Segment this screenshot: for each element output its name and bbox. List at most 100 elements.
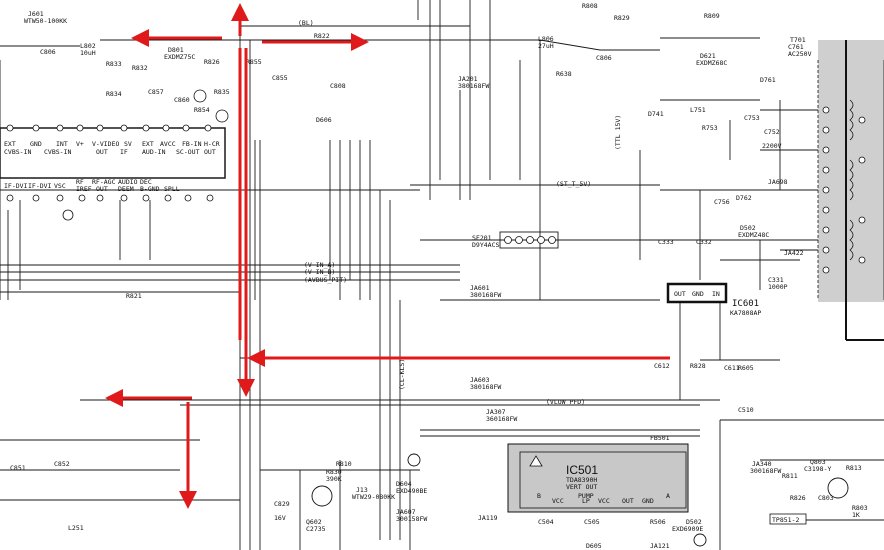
pin-circles-top xyxy=(6,89,229,221)
label-l806: L806 xyxy=(538,35,554,43)
label-c806b: C806 xyxy=(596,54,612,62)
pin-sublabel: B-GND xyxy=(140,185,160,193)
label-r855: R855 xyxy=(246,58,262,66)
pin-sublabel: DEEM xyxy=(118,185,134,193)
net-v1: (V-IN_A) xyxy=(304,261,335,269)
label-d502: D502 xyxy=(740,224,756,232)
connector-sf201: SF201 D9Y4ACS xyxy=(472,231,559,249)
label-c806: C806 xyxy=(40,48,56,56)
pin-label: AVCC xyxy=(160,140,176,148)
pin-sublabel: CVBS-IN xyxy=(4,148,31,156)
pin-label: EXT xyxy=(142,140,154,148)
net-v2: (V-IN_B) xyxy=(304,268,335,276)
label-ic601: IC601 xyxy=(732,299,759,309)
label-d801: D801 xyxy=(168,46,184,54)
pin-lp: LP xyxy=(582,497,590,505)
pin-label: GND xyxy=(30,140,42,148)
pin-sublabel: OUT xyxy=(96,148,108,156)
pin-sublabel: SPLL xyxy=(164,185,180,193)
label-ja340-value: 300168FW xyxy=(750,467,781,475)
annotation-arrows xyxy=(105,3,670,509)
pin-vcc2: VCC xyxy=(598,497,610,505)
pin-sublabel: OUT xyxy=(96,185,108,193)
label-c855: C855 xyxy=(272,74,288,82)
label-d605: D605 xyxy=(586,542,602,550)
label-r810: R810 xyxy=(336,460,352,468)
label-d801-value: EXDMZ75C xyxy=(164,53,195,61)
pin-label: IF-DVI xyxy=(4,182,28,190)
label-r811: R811 xyxy=(782,472,798,480)
pin-sublabel: IF xyxy=(120,148,128,156)
net-ttl: (TTL 15V) xyxy=(614,115,622,150)
label-c510: C510 xyxy=(738,406,754,414)
coil-taps xyxy=(822,99,866,274)
label-r808: R808 xyxy=(582,2,598,10)
label-d604-value: EXD490BE xyxy=(396,487,427,495)
power-components: D761 L751 R753 C753 C752 2200V D762 JA69… xyxy=(556,76,804,291)
label-r822: R822 xyxy=(314,32,330,40)
label-q602: Q602 xyxy=(306,518,322,526)
label-r828: R828 xyxy=(690,362,706,370)
label-c752-value: 2200V xyxy=(762,142,782,150)
pin-label: RF xyxy=(76,178,84,186)
label-ja698: JA698 xyxy=(768,178,788,186)
label-r638: R638 xyxy=(556,70,572,78)
net-st: (ST_T_5V) xyxy=(556,180,591,188)
label-ja607-value: 300158FW xyxy=(396,515,427,523)
label-c852: C852 xyxy=(54,460,70,468)
label-q602-value: C2735 xyxy=(306,525,326,533)
label-c860: C860 xyxy=(174,96,190,104)
pin-label: V-VIDEO xyxy=(92,140,119,148)
label-j13-value: WTW29-080KK xyxy=(352,493,395,501)
label-c829-value: 16V xyxy=(274,514,286,522)
label-l802: L802 xyxy=(80,42,96,50)
label-ja201-value: 380168FW xyxy=(458,82,489,90)
net-bl: (BL) xyxy=(298,19,314,27)
label-d502b-value: EXD6909E xyxy=(672,525,703,533)
label-r832: R832 xyxy=(132,64,148,72)
label-r813: R813 xyxy=(846,464,862,472)
label-c851: C851 xyxy=(10,464,26,472)
label-c504: C504 xyxy=(538,518,554,526)
label-c808: C808 xyxy=(330,82,346,90)
label-q803: Q803 xyxy=(810,458,826,466)
label-c753: C753 xyxy=(744,114,760,122)
pin-label: SV xyxy=(124,140,132,148)
net-labels: (V-IN_A) (V-IN_B) (AVBUS_PIT) (VLOW_PFD)… xyxy=(304,261,585,423)
label-l251: L251 xyxy=(68,524,84,532)
pin-label: V+ xyxy=(76,140,84,148)
label-d604: D604 xyxy=(396,480,412,488)
label-d621: D621 xyxy=(700,52,716,60)
label-r605: R605 xyxy=(738,364,754,372)
net-av: (AVBUS_PIT) xyxy=(304,276,347,284)
jungle-ic: EXT GND INT V+ V-VIDEO SV EXT AVCC FB-IN… xyxy=(0,127,226,193)
label-r821: R821 xyxy=(126,292,142,300)
pin-gnd: GND xyxy=(642,497,654,505)
label-q803-value: C3198-Y xyxy=(804,465,831,473)
pin-vcc: VCC xyxy=(552,497,564,505)
label-d502b: D502 xyxy=(686,518,702,526)
label-ic501-value: TDA8390H xyxy=(566,476,597,484)
label-c505: C505 xyxy=(584,518,600,526)
label-ja422: JA422 xyxy=(784,249,804,257)
label-j601: J601 xyxy=(28,10,44,18)
label-d741: D741 xyxy=(648,110,664,118)
label-c331-value: 1000P xyxy=(768,283,788,291)
pin-b: B xyxy=(537,492,541,500)
pin-sublabel: AUD-IN xyxy=(142,148,166,156)
label-c331: C331 xyxy=(768,276,784,284)
pin-label: IF-DVI xyxy=(28,182,52,190)
label-d621-value: EXDMZ68C xyxy=(696,59,727,67)
pin-sublabel: OUT xyxy=(204,148,216,156)
label-ic501: IC501 xyxy=(566,463,598,477)
label-tp: TP851-2 xyxy=(772,516,799,524)
transistors xyxy=(311,453,849,547)
label-c809: R809 xyxy=(704,12,720,20)
label-c857: C857 xyxy=(148,88,164,96)
pin-a: A xyxy=(666,492,670,500)
pin-gnd: GND xyxy=(692,290,704,298)
pin-out: OUT xyxy=(674,290,686,298)
label-c332: C332 xyxy=(696,238,712,246)
